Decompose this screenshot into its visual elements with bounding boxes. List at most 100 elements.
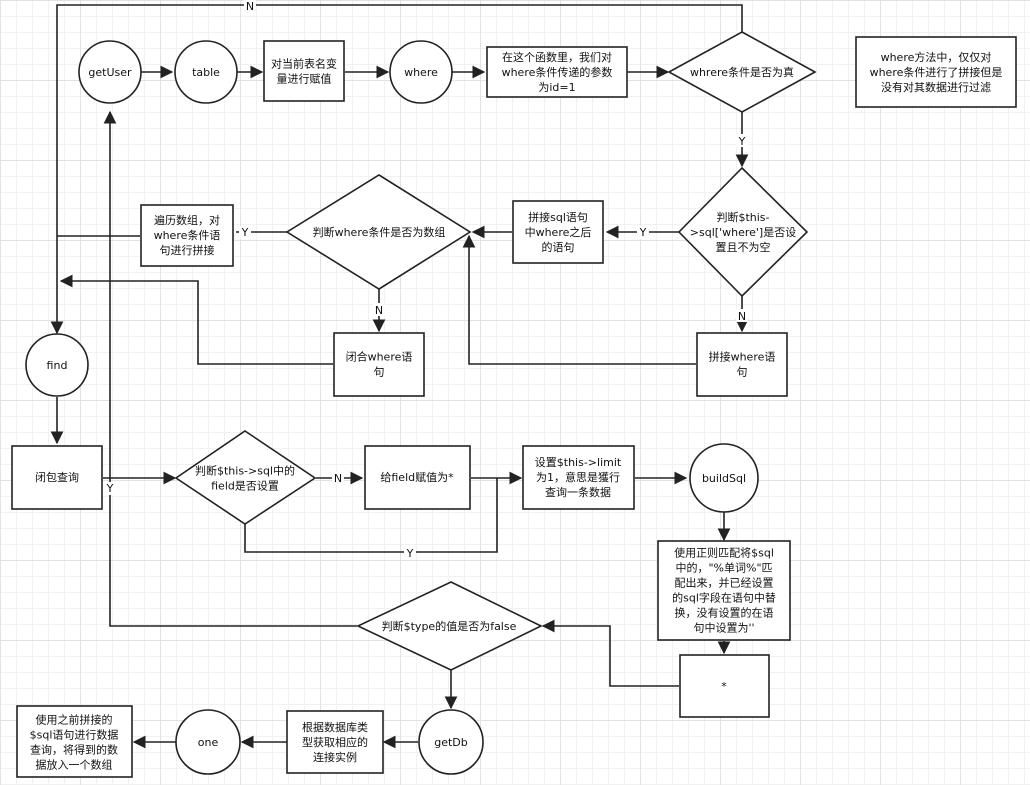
edge-label-y-closure: Y xyxy=(106,482,114,495)
node-find[interactable]: find xyxy=(25,333,89,397)
node-use-sql[interactable]: 使用之前拼接的$sql语句进行数据查询，将得到的数据放入一个数组 xyxy=(16,705,133,778)
svg-text:闭包查询: 闭包查询 xyxy=(35,470,79,484)
edge-closewhere-loop xyxy=(59,274,333,365)
node-label-line: 设置$this->limit xyxy=(535,456,622,469)
node-label-line: buildSql xyxy=(702,472,746,485)
node-label-line: where方法中，仅仅对 xyxy=(881,50,992,64)
edge-checkfield-y-loop xyxy=(244,478,498,553)
node-label-line: $sql语句进行数据 xyxy=(30,728,119,742)
node-label-line: where条件进行了拼接但是 xyxy=(870,65,1003,79)
edge-label-y-is-array: Y xyxy=(241,226,249,239)
node-label-line: 判断$this->sql中的 xyxy=(195,464,295,478)
node-label-line: 型获取相应的 xyxy=(302,735,368,749)
node-label-line: 没有对其数据进行过滤 xyxy=(881,80,991,94)
node-check-field[interactable]: 判断$this->sql中的 field是否设置 xyxy=(174,430,317,525)
node-label-line: table xyxy=(192,66,220,79)
node-where[interactable]: where xyxy=(389,40,453,104)
node-concat-where[interactable]: 拼接where语句 xyxy=(696,332,788,397)
node-field-star[interactable]: 给field赋值为* xyxy=(364,445,471,510)
node-assign-table[interactable]: 对当前表名变量进行赋值 xyxy=(263,40,345,102)
node-label-line: field是否设置 xyxy=(211,480,279,493)
node-label-line: 拼接where语 xyxy=(709,350,776,364)
node-conn-instance[interactable]: 根据数据库类型获取相应的连接实例 xyxy=(286,710,384,774)
node-label-line: 的语句 xyxy=(542,240,575,254)
node-where-true[interactable]: whrere条件是否为真 xyxy=(667,31,817,113)
svg-text:拼接sql语句中where之后的语句: 拼接sql语句中where之后的语句 xyxy=(525,210,592,254)
svg-text:给field赋值为*: 给field赋值为* xyxy=(380,471,454,484)
node-label-line: 闭合where语 xyxy=(346,350,413,364)
node-label-line: 中where之后 xyxy=(525,225,592,239)
svg-text:对当前表名变量进行赋值: 对当前表名变量进行赋值 xyxy=(271,57,337,86)
node-label-line: getUser xyxy=(88,66,132,79)
node-label-line: 句 xyxy=(374,366,385,379)
node-label-line: 使用正则匹配将$sql xyxy=(674,547,774,560)
node-type-false[interactable]: 判断$type的值是否为false xyxy=(356,581,543,671)
edge-star-typefalse xyxy=(541,619,679,687)
node-close-where[interactable]: 闭合where语句 xyxy=(333,332,425,397)
node-is-array[interactable]: 判断where条件是否为数组 xyxy=(285,174,472,290)
node-label-line: whrere条件是否为真 xyxy=(690,65,794,79)
node-label-line: 中的，"%单词%"匹 xyxy=(675,561,772,575)
node-label-line: 查询一条数据 xyxy=(545,485,611,499)
node-buildsql[interactable]: buildSql xyxy=(689,443,759,513)
svg-text:根据数据库类型获取相应的连接实例: 根据数据库类型获取相应的连接实例 xyxy=(302,720,368,764)
node-label-line: getDb xyxy=(434,736,468,749)
node-label-line: 给field赋值为* xyxy=(380,471,454,484)
node-getdb[interactable]: getDb xyxy=(418,709,484,775)
node-label-line: 量进行赋值 xyxy=(277,73,332,86)
node-label-line: 查询，将得到的数 xyxy=(30,743,118,757)
node-one[interactable]: one xyxy=(175,709,241,775)
node-label-line: 闭包查询 xyxy=(35,470,79,484)
svg-text:find: find xyxy=(47,359,68,372)
node-label-line: 判断$this- xyxy=(716,210,769,224)
node-label-line: where条件传递的参数 xyxy=(502,65,613,79)
svg-text:判断$this->sql['where']是否设置且不为空: 判断$this->sql['where']是否设置且不为空 xyxy=(690,210,796,254)
node-label-line: 对当前表名变 xyxy=(271,57,337,71)
node-label-line: 的sql字段在语句中替 xyxy=(672,591,776,605)
svg-text:getDb: getDb xyxy=(434,736,468,749)
svg-text:判断where条件是否为数组: 判断where条件是否为数组 xyxy=(313,225,446,239)
node-star-box[interactable]: * xyxy=(679,654,770,718)
node-getuser[interactable]: getUser xyxy=(78,40,142,104)
node-label-line: 句中设置为'' xyxy=(693,622,754,635)
edge-label-y-field: Y xyxy=(406,547,414,560)
svg-text:*: * xyxy=(721,680,727,693)
edge-label-n-field: N xyxy=(334,472,342,485)
node-label-line: find xyxy=(47,359,68,372)
node-check-sql-where[interactable]: 判断$this->sql['where']是否设置且不为空 xyxy=(677,166,809,298)
node-label-line: 句进行拼接 xyxy=(160,243,215,257)
edge-top-n-loop xyxy=(50,4,743,335)
svg-text:拼接where语句: 拼接where语句 xyxy=(709,350,776,379)
node-closure-query[interactable]: 闭包查询 xyxy=(11,445,103,510)
edge-label-n-top: N xyxy=(246,0,254,13)
node-label-line: where xyxy=(404,66,438,79)
node-label-line: >sql['where']是否设 xyxy=(690,226,796,239)
node-label-line: 判断$type的值是否为false xyxy=(382,619,517,633)
node-label-line: 配出来，并已经设置 xyxy=(675,576,774,590)
svg-text:使用之前拼接的$sql语句进行数据查询，将得到的数据放入一个: 使用之前拼接的$sql语句进行数据查询，将得到的数据放入一个数组 xyxy=(30,713,119,772)
edge-typefalse-y-loop xyxy=(103,110,357,627)
node-concat-after[interactable]: 拼接sql语句中where之后的语句 xyxy=(512,200,604,264)
node-label-line: 拼接sql语句 xyxy=(528,210,588,224)
node-table[interactable]: table xyxy=(174,40,238,104)
node-label-line: 为1，意思是獲行 xyxy=(536,470,620,484)
svg-text:whrere条件是否为真: whrere条件是否为真 xyxy=(690,65,794,79)
svg-text:table: table xyxy=(192,66,220,79)
svg-text:buildSql: buildSql xyxy=(702,472,746,485)
node-label-line: 根据数据库类 xyxy=(302,720,368,734)
svg-text:闭合where语句: 闭合where语句 xyxy=(346,350,413,379)
node-label-line: where条件语 xyxy=(154,228,221,242)
svg-text:判断$type的值是否为false: 判断$type的值是否为false xyxy=(382,619,517,633)
edge-label-n-is-array: N xyxy=(375,304,383,317)
svg-text:使用正则匹配将$sql中的，"%单词%"匹配出来，并已经设置: 使用正则匹配将$sql中的，"%单词%"匹配出来，并已经设置的sql字段在语句中… xyxy=(672,547,776,635)
node-label-line: 遍历数组，对 xyxy=(154,213,220,227)
